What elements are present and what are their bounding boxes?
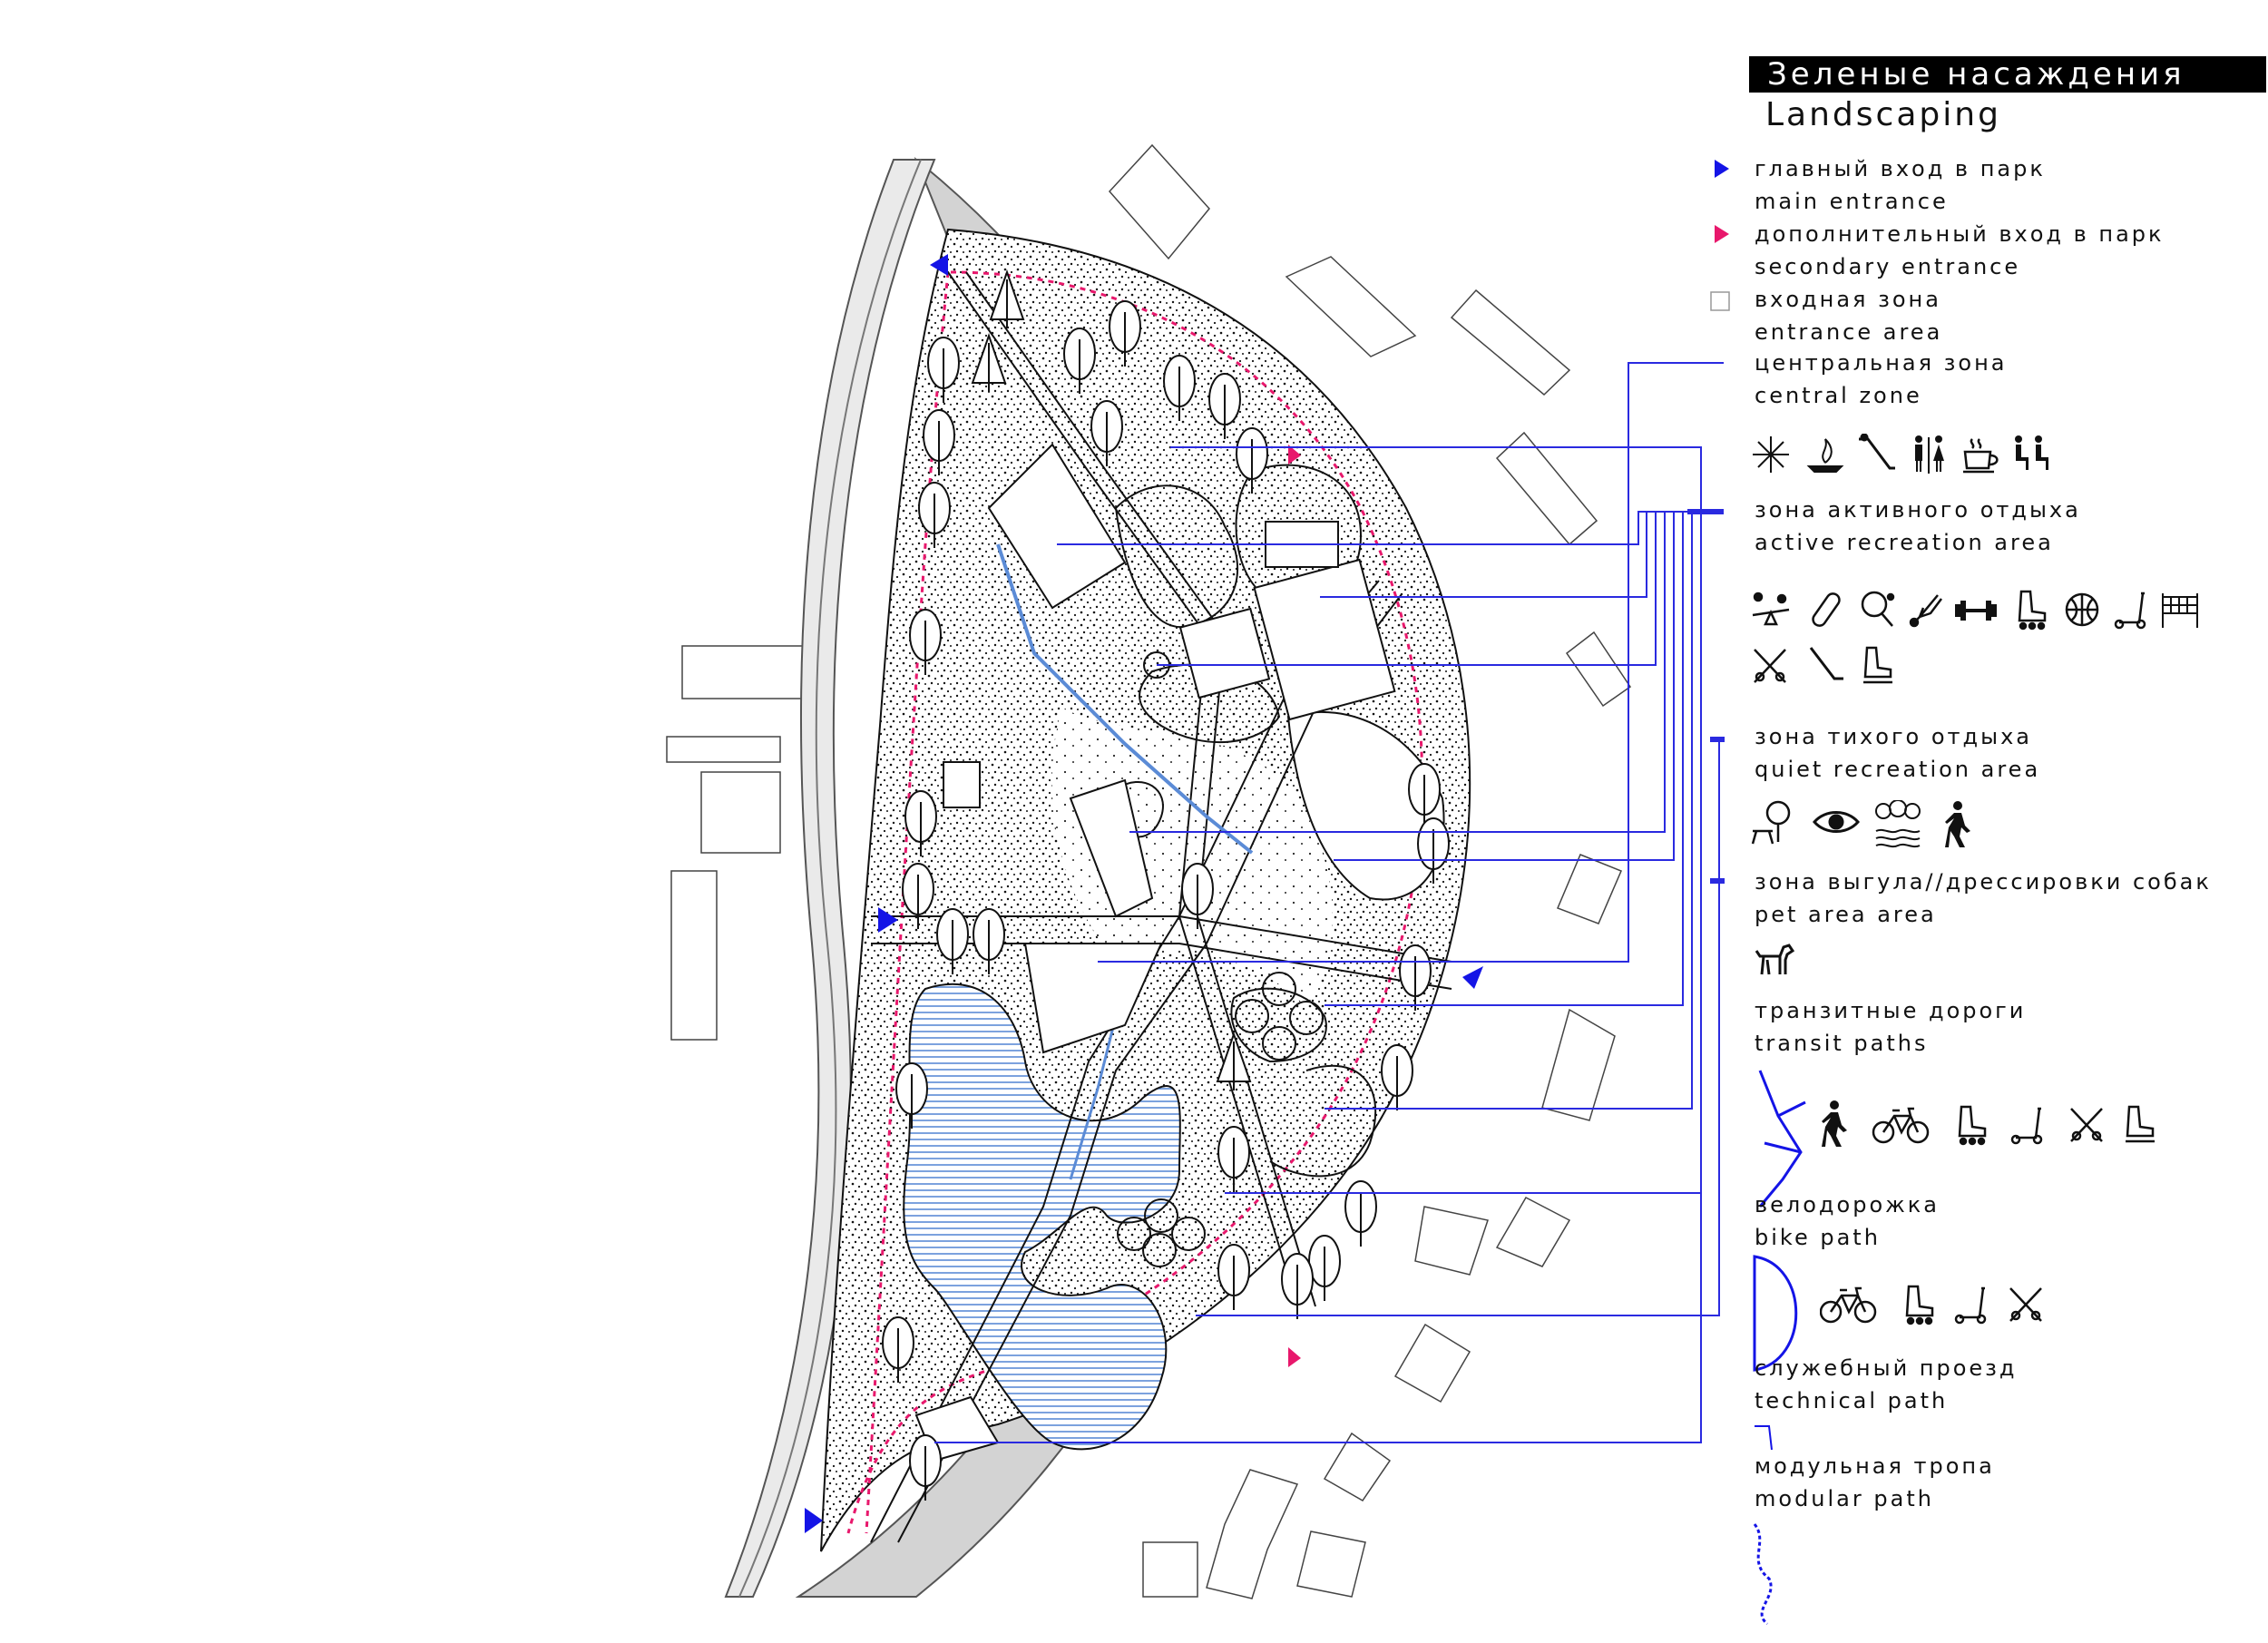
- ice-skate-icon: [2126, 1105, 2155, 1143]
- legend-title: Зеленые насаждения: [1749, 56, 2266, 93]
- main-entrance-en: main entrance: [1755, 189, 1949, 214]
- entrance-area-ru: входная зона: [1755, 287, 1941, 312]
- pond: [903, 983, 1181, 1451]
- picnic-icon: [1751, 800, 1791, 845]
- rollerskate-icon: [1958, 1105, 1987, 1146]
- main-entrance-marker: [1462, 966, 1483, 989]
- main-entrance-marker: [930, 254, 948, 276]
- seating-icon: [2015, 435, 2048, 470]
- secondary-entrance-legend-icon: [1715, 225, 1729, 243]
- central-zone-en: central zone: [1755, 383, 1922, 408]
- scooter-icon: [2114, 592, 2146, 630]
- secondary-entrance-ru: дополнительный вход в парк: [1755, 221, 2165, 247]
- coffee-icon: [1963, 438, 1999, 474]
- highway-left: [724, 159, 936, 1598]
- technical-path-ru: служебный проезд: [1755, 1355, 2018, 1381]
- central-zone-ru: центральная зона: [1755, 350, 2008, 376]
- central-zone-icons: [1753, 434, 2048, 474]
- main-entrance-marker: [805, 1508, 823, 1533]
- scooter-icon: [1954, 1286, 1987, 1325]
- ski-poles-icon: [2070, 1108, 2103, 1142]
- bike-path-ru: велодорожка: [1755, 1192, 1940, 1218]
- badminton-icon: [1909, 594, 1942, 628]
- quiet-zone-ru: зона тихого отдыха: [1755, 724, 2032, 749]
- ice-skate-icon: [1863, 646, 1892, 684]
- modular-path-symbol: [1753, 1523, 1773, 1626]
- restroom-icon: [1915, 435, 1944, 474]
- hockey-stick-icon: [1809, 647, 1843, 680]
- seesaw-icon: [1752, 592, 1790, 626]
- scooter-icon: [2010, 1107, 2043, 1145]
- rollerskate-icon: [1905, 1285, 1934, 1325]
- modular-path-ru: модульная тропа: [1755, 1453, 1995, 1479]
- dumbbell-icon: [1955, 601, 1997, 621]
- bike-path-en: bike path: [1755, 1225, 1881, 1250]
- ski-poles-icon: [2009, 1287, 2042, 1322]
- quiet-zone: [1286, 710, 1445, 901]
- active-zone-ru: зона активного отдыха: [1755, 497, 2081, 523]
- bike-path-symbol: [1753, 1255, 1798, 1372]
- structures: [914, 443, 1396, 1462]
- bicycle-icon: [1872, 1107, 1930, 1144]
- leader-lines: [934, 362, 1724, 1443]
- transit-paths-symbol: [1758, 1070, 1806, 1208]
- bike-path-line: [996, 543, 1254, 855]
- ski-poles-icon: [1754, 649, 1786, 683]
- technical-path-symbol: [1755, 1425, 1773, 1451]
- main-entrance-marker: [878, 907, 898, 933]
- transit-paths-ru: транзитные дороги: [1755, 998, 2027, 1023]
- main-entrance-legend-icon: [1715, 160, 1729, 178]
- pet-zone-en: pet area area: [1755, 902, 1937, 927]
- active-zone-en: active recreation area: [1755, 530, 2054, 555]
- active-zone-icons-row2: [1754, 646, 1892, 684]
- fireworks-icon: [1753, 436, 1789, 473]
- modular-path-en: modular path: [1755, 1486, 1934, 1511]
- rollerskate-icon: [2018, 590, 2047, 631]
- walking-icon: [1945, 801, 1970, 847]
- transit-paths-en: transit paths: [1755, 1031, 1929, 1056]
- park-boundary: [846, 270, 1423, 1534]
- active-zone-icons: [1752, 590, 2198, 631]
- main-entrance-ru: главный вход в парк: [1755, 156, 2046, 181]
- basketball-icon: [2065, 592, 2099, 627]
- bicycle-icon: [1820, 1286, 1877, 1324]
- technical-path-en: technical path: [1755, 1388, 1949, 1413]
- ping-pong-icon: [1861, 591, 1895, 627]
- transit-paths-icons: [1822, 1100, 2155, 1147]
- fire-pit-icon: [1806, 438, 1844, 473]
- pet-zone-ru: зона выгула//дрессировки собак: [1755, 869, 2212, 895]
- water-trees-icon: [1875, 800, 1921, 848]
- entrance-area-legend-icon: [1710, 291, 1730, 311]
- quiet-zone-en: quiet recreation area: [1755, 757, 2041, 782]
- entrances: [805, 254, 1483, 1533]
- entrance-area-en: entrance area: [1755, 319, 1943, 345]
- eye-icon: [1813, 811, 1860, 833]
- secondary-entrance-en: secondary entrance: [1755, 254, 2021, 279]
- legend-subtitle: Landscaping: [1765, 96, 2001, 133]
- quiet-zone-icons: [1751, 800, 1970, 848]
- slide-icon: [1859, 434, 1895, 470]
- secondary-entrance-marker: [1288, 445, 1301, 465]
- skateboard-icon: [1812, 592, 1841, 627]
- volleyball-net-icon: [2162, 593, 2198, 628]
- secondary-entrance-marker: [1288, 1347, 1301, 1367]
- bike-path-icons: [1820, 1285, 2042, 1325]
- dog-icon: [1755, 944, 1795, 975]
- walking-icon: [1822, 1100, 1847, 1147]
